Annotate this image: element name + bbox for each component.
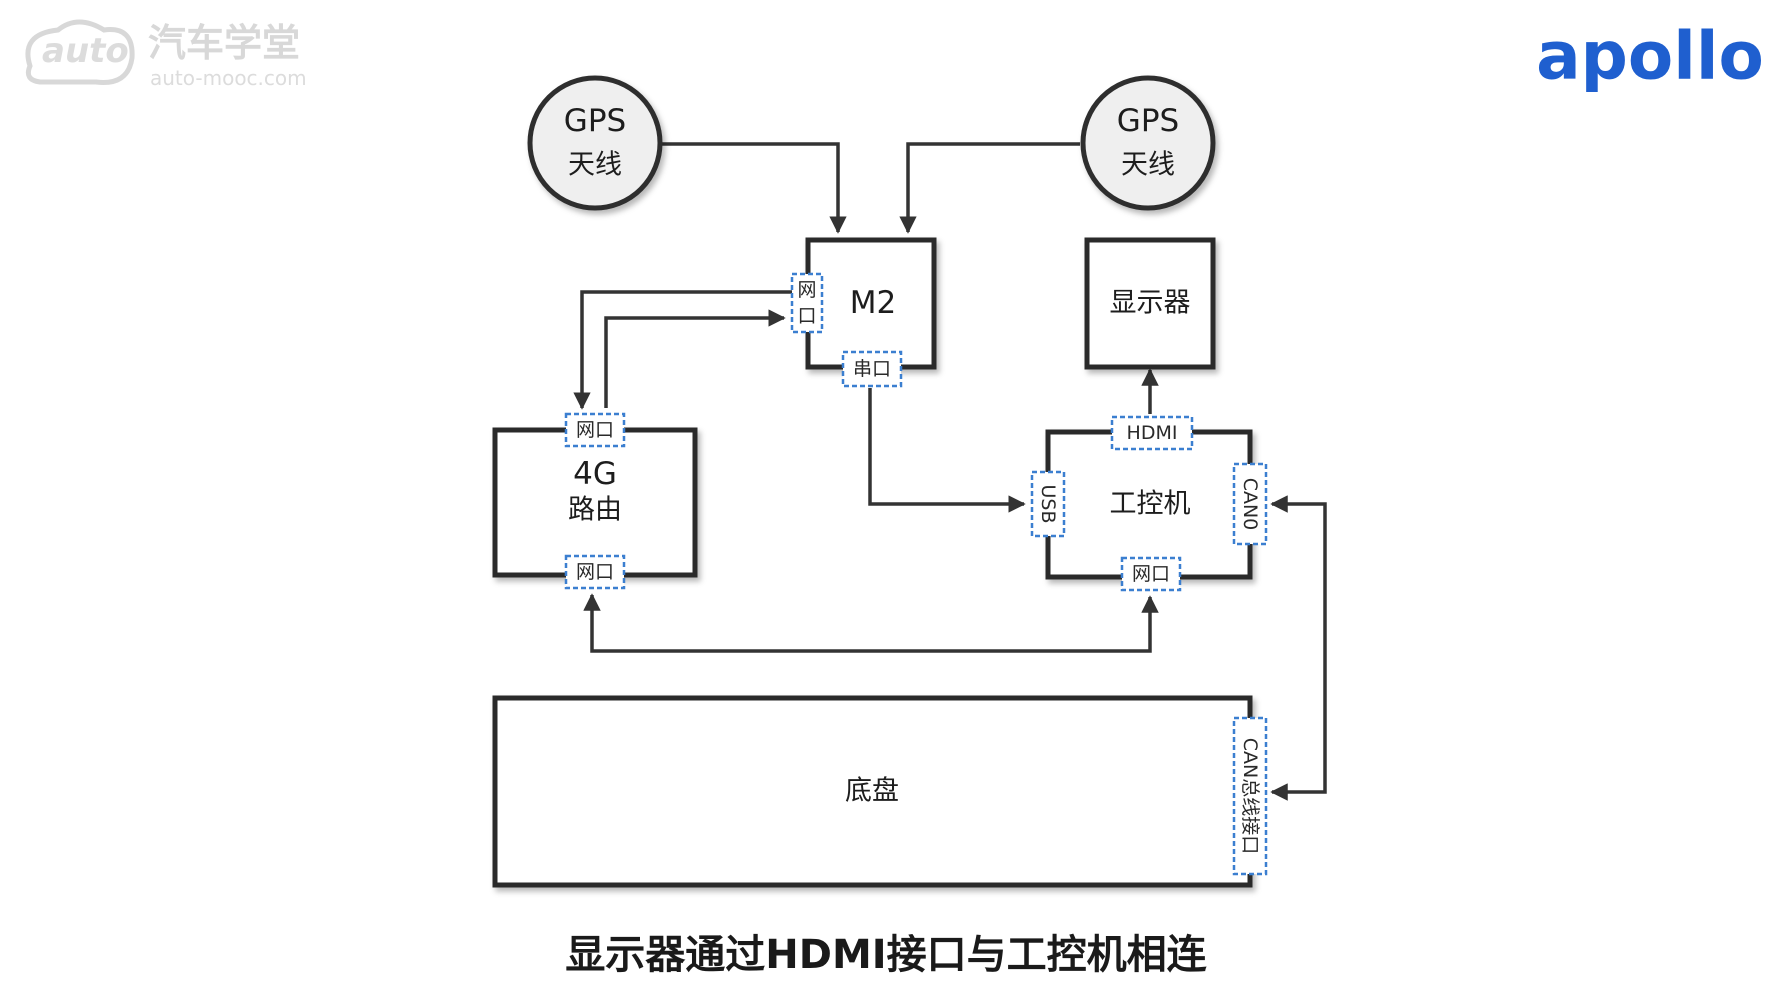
wire-router-ipc-network [583, 593, 1159, 653]
m2-title: M2 [850, 285, 896, 321]
connection-wires [573, 142, 1327, 801]
ipc-hdmi-port [1110, 415, 1194, 451]
apollo-logo: apollo [1536, 18, 1764, 95]
svg-text:auto: auto [42, 31, 129, 71]
m2-serial-port [841, 350, 903, 388]
ipc-network-port-label: 网口 [1132, 563, 1170, 585]
gps-left-line2: 天线 [568, 150, 622, 181]
gps-antenna-right: GPS 天线 [1080, 75, 1216, 211]
chassis-can-bus-label: CAN总线接口 [1239, 738, 1261, 854]
watermark-site: auto-mooc.com [150, 66, 307, 90]
wire-m2-serial-to-ipc-usb [868, 388, 1026, 513]
ipc-can0-label: CAN0 [1239, 478, 1261, 531]
display-title: 显示器 [1110, 288, 1191, 319]
chassis-title: 底盘 [845, 776, 899, 807]
gps-right-line2: 天线 [1121, 150, 1175, 181]
ipc-hdmi-label: HDMI [1127, 422, 1178, 444]
router-line1: 4G [573, 456, 617, 492]
router-top-port-label: 网口 [576, 419, 614, 441]
display-box: 显示器 [1084, 237, 1216, 370]
m2-serial-port-label: 串口 [853, 358, 891, 380]
wire-gps-left-to-m2 [660, 142, 847, 234]
chassis-can-bus-port [1232, 716, 1268, 876]
wire-gps-right-to-m2 [899, 142, 1080, 234]
wire-m2-to-router [573, 290, 795, 410]
m2-network-port-char2: 口 [797, 305, 816, 327]
gps-antenna-left: GPS 天线 [527, 75, 663, 211]
ipc-usb-label: USB [1037, 484, 1059, 523]
router-bottom-network-port [564, 554, 626, 590]
router-box: 4G 路由 网口 网口 [492, 412, 698, 590]
gps-right-line1: GPS [1117, 103, 1179, 139]
watermark-chinese: 汽车学堂 [148, 21, 300, 65]
m2-box: M2 网 口 串口 [790, 237, 937, 388]
m2-network-port-char1: 网 [797, 279, 816, 301]
ipc-usb-port [1030, 470, 1066, 538]
router-bottom-port-label: 网口 [576, 561, 614, 583]
subtitle-caption: 显示器通过HDMI接口与工控机相连 [565, 932, 1207, 978]
auto-mooc-watermark: auto 汽车学堂 auto-mooc.com [25, 19, 307, 90]
ipc-can0-port [1232, 462, 1268, 546]
gps-left-line1: GPS [564, 103, 626, 139]
wire-ipc-can-to-chassis-can [1270, 495, 1327, 801]
ipc-network-port [1120, 556, 1182, 592]
m2-network-port [790, 272, 824, 334]
ipc-box: 工控机 HDMI USB CAN0 网口 [1030, 415, 1268, 592]
router-line2: 路由 [568, 495, 622, 526]
router-top-network-port [564, 412, 626, 448]
ipc-title: 工控机 [1110, 489, 1191, 520]
chassis-box: 底盘 CAN总线接口 [492, 695, 1268, 888]
wire-router-to-m2 [604, 309, 786, 408]
